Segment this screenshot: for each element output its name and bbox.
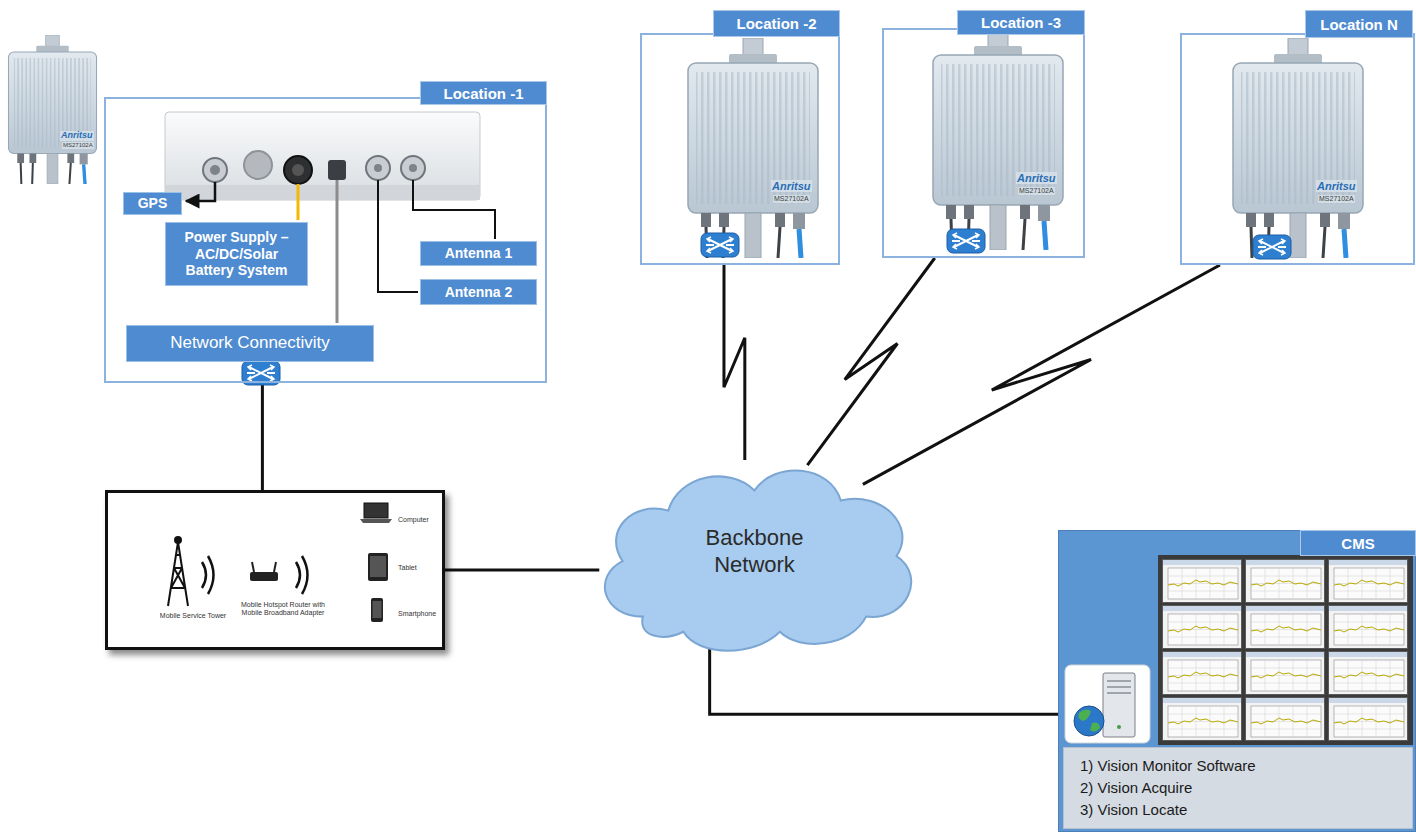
caption-slot: Tablet	[398, 563, 418, 573]
location-title: Location N	[1320, 16, 1398, 33]
hotspot-router-icon	[250, 562, 278, 581]
device-caption: Tablet	[398, 564, 417, 572]
caption-slot: Computer	[398, 515, 429, 525]
brand-label: Anritsu	[771, 180, 812, 192]
cms-panel: 1) Vision Monitor Software2) Vision Acqu…	[1058, 530, 1416, 832]
network-box: Network Connectivity	[126, 325, 374, 362]
tablet-icon	[368, 553, 388, 581]
component-label: Antenna 1	[445, 245, 513, 262]
network-link	[445, 569, 599, 572]
brand-label: Anritsu	[1016, 172, 1057, 184]
location-tab: Location -3	[957, 10, 1085, 35]
monitor-unit	[8, 35, 96, 184]
software-item: 1) Vision Monitor Software	[1080, 755, 1400, 777]
cloud-shape	[582, 445, 927, 657]
shape	[605, 471, 911, 651]
software-item: 3) Vision Locate	[1080, 799, 1400, 821]
panel-title: CMS	[1341, 535, 1374, 552]
model-label: MS27102A	[773, 195, 810, 203]
software-item: 2) Vision Acquire	[1080, 777, 1400, 799]
wireless-link	[724, 265, 745, 460]
caption-slot: Mobile Service Tower	[148, 611, 238, 621]
wireless-waves	[296, 556, 308, 594]
monitor-unit	[1233, 38, 1363, 258]
antenna-lead	[413, 180, 495, 239]
connector-panel	[165, 112, 480, 200]
location-box: Location -2	[640, 33, 840, 265]
location-title: Location -3	[981, 14, 1061, 31]
mobile-access-box: Mobile Service Tower Mobile Hotspot Route…	[105, 490, 445, 650]
brand-label: Anritsu	[60, 131, 94, 141]
wireless-waves	[202, 556, 214, 594]
component-box: Power Supply – AC/DC/Solar Battery Syste…	[165, 222, 308, 286]
router-icon	[701, 233, 739, 257]
component-box: Antenna 2	[420, 279, 537, 305]
wireless-link	[863, 265, 1220, 484]
location-tab: Location -1	[420, 81, 547, 105]
monitor-unit	[688, 38, 818, 258]
caption-slot: Smartphone	[398, 609, 436, 619]
device-caption: Smartphone	[398, 610, 436, 618]
cms-tab: CMS	[1300, 530, 1416, 556]
router-icon	[1253, 235, 1291, 259]
gps-lead	[186, 182, 215, 201]
brand-label: Anritsu	[1316, 180, 1357, 192]
location-box: Location N	[1180, 33, 1415, 265]
cell-tower-icon	[168, 537, 188, 606]
model-label: MS27102A	[62, 142, 94, 149]
model-label: MS27102A	[1018, 187, 1055, 195]
phone-icon	[371, 598, 383, 622]
monitor-unit	[933, 30, 1063, 250]
component-label: Antenna 2	[445, 284, 513, 301]
component-box: Antenna 1	[420, 241, 537, 266]
cloud-label: Backbone Network	[690, 524, 820, 579]
model-label: MS27102A	[1318, 195, 1355, 203]
device-caption: Computer	[398, 516, 429, 524]
location-box: GPS Power Supply – AC/DC/Solar Battery Sy…	[104, 97, 547, 383]
router-icon	[947, 229, 985, 253]
network-lead	[336, 180, 339, 323]
location-box: Location -3	[882, 28, 1085, 258]
network-label: Network Connectivity	[170, 333, 330, 353]
power-lead	[297, 184, 300, 220]
network-cloud: Backbone Network	[582, 445, 927, 657]
laptop-icon	[360, 503, 392, 523]
software-list: 1) Vision Monitor Software2) Vision Acqu…	[1063, 747, 1413, 829]
location-title: Location -2	[736, 15, 816, 32]
component-box: GPS	[123, 192, 182, 215]
caption-slot: Mobile Hotspot Router with Mobile Broadb…	[233, 599, 333, 619]
location-title: Location -1	[443, 85, 523, 102]
shape	[1065, 555, 1413, 745]
wireless-link	[807, 258, 934, 465]
network-link	[710, 638, 1058, 714]
location-tab: Location -2	[713, 10, 840, 37]
device-caption: Mobile Service Tower	[160, 612, 226, 620]
location-tab: Location N	[1305, 10, 1413, 38]
component-label: GPS	[138, 195, 168, 212]
component-label: Power Supply – AC/DC/Solar Battery Syste…	[177, 229, 296, 279]
device-caption: Mobile Hotspot Router with Mobile Broadb…	[233, 601, 333, 617]
